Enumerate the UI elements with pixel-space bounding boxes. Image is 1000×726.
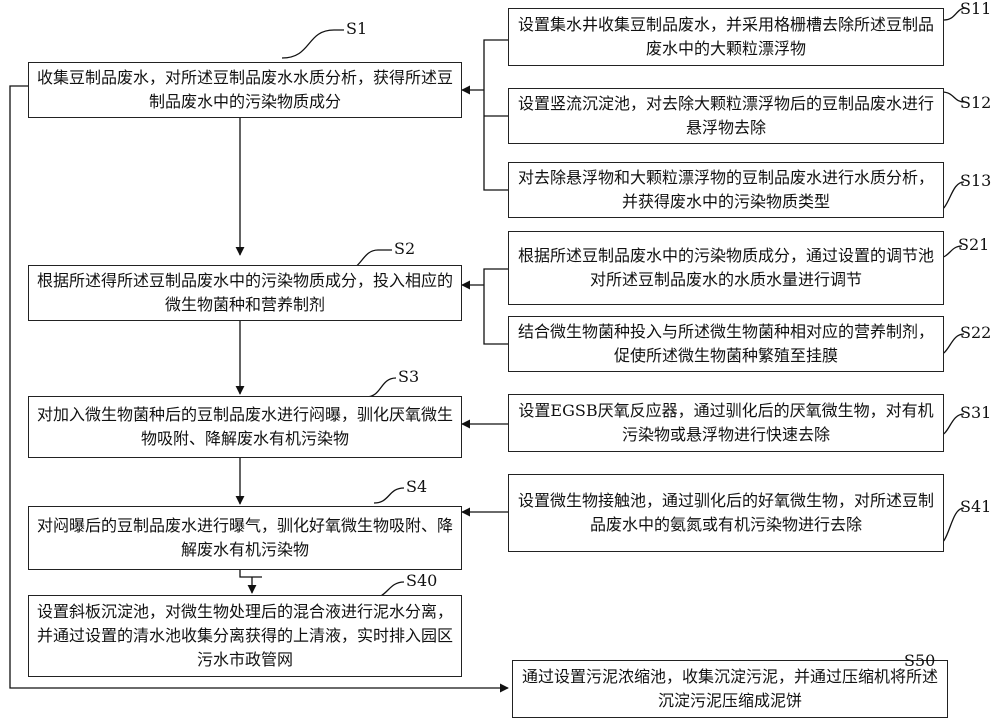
- step-s11-box: 设置集水井收集豆制品废水，并采用格栅槽去除所述豆制品废水中的大颗粒漂浮物: [508, 8, 944, 66]
- step-s50-box: 通过设置污泥浓缩池，收集沉淀污泥，并通过压缩机将所述沉淀污泥压缩成泥饼: [512, 660, 948, 718]
- label-s4: S4: [406, 477, 428, 496]
- label-s31: S31: [960, 403, 992, 422]
- step-s12-text: 设置竖流沉淀池，对去除大颗粒漂浮物后的豆制品废水进行悬浮物去除: [517, 94, 934, 137]
- arrow-loop-s50: [9, 85, 509, 693]
- step-s11-text: 设置集水井收集豆制品废水，并采用格栅槽去除所述豆制品废水中的大颗粒漂浮物: [517, 15, 934, 58]
- leader-s4: [373, 487, 405, 504]
- label-s11: S11: [960, 0, 992, 18]
- step-s21-box: 根据所述豆制品废水中的污染物质成分，通过设置的调节池对所述豆制品废水的水质水量进…: [508, 231, 944, 305]
- step-s22-text: 结合微生物菌种投入与所述微生物菌种相对应的营养制剂，促使所述微生物菌种繁殖至挂膜: [517, 322, 934, 365]
- step-s2-box: 根据所述得所述豆制品废水中的污染物质成分，投入相应的微生物菌种和营养制剂: [28, 265, 462, 321]
- step-s50-text: 通过设置污泥浓缩池，收集沉淀污泥，并通过压缩机将所述沉淀污泥压缩成泥饼: [521, 667, 938, 710]
- arrow-s4-s40-stem: [239, 570, 262, 578]
- step-s2-text: 根据所述得所述豆制品废水中的污染物质成分，投入相应的微生物菌种和营养制剂: [36, 271, 453, 314]
- step-s12-box: 设置竖流沉淀池，对去除大颗粒漂浮物后的豆制品废水进行悬浮物去除: [508, 88, 944, 144]
- step-s4-box: 对闷曝后的豆制品废水进行曝气，驯化好氧微生物吸附、降解废水有机污染物: [28, 506, 462, 570]
- leader-s11: [943, 7, 967, 21]
- step-s41-box: 设置微生物接触池，通过驯化后的好氧微生物，对所述豆制品废水中的氨氮或有机污染物进…: [508, 474, 944, 552]
- step-s40-box: 设置斜板沉淀池，对微生物处理后的混合液进行泥水分离，并通过设置的清水池收集分离获…: [28, 595, 462, 677]
- leader-s1: [281, 29, 344, 59]
- step-s21-text: 根据所述豆制品废水中的污染物质成分，通过设置的调节池对所述豆制品废水的水质水量进…: [517, 246, 934, 289]
- label-s3: S3: [398, 367, 420, 386]
- step-s1-box: 收集豆制品废水，对所述豆制品废水水质分析，获得所述豆制品废水中的污染物质成分: [28, 62, 462, 118]
- label-s40: S40: [406, 571, 438, 590]
- step-s13-box: 对去除悬浮物和大颗粒漂浮物的豆制品废水进行水质分析，并获得废水中的污染物质类型: [508, 162, 944, 218]
- label-s41: S41: [960, 497, 992, 516]
- bracket-s11-s13: [483, 39, 508, 191]
- step-s13-text: 对去除悬浮物和大颗粒漂浮物的豆制品废水进行水质分析，并获得废水中的污染物质类型: [517, 168, 934, 211]
- label-s2: S2: [394, 239, 416, 258]
- step-s41-text: 设置微生物接触池，通过驯化后的好氧微生物，对所述豆制品废水中的氨氮或有机污染物进…: [517, 491, 934, 534]
- step-s40-text: 设置斜板沉淀池，对微生物处理后的混合液进行泥水分离，并通过设置的清水池收集分离获…: [36, 602, 453, 669]
- bracket-s21-s22: [483, 268, 508, 345]
- step-s3-text: 对加入微生物菌种后的豆制品废水进行闷曝，驯化厌氧微生物吸附、降解废水有机污染物: [36, 405, 453, 448]
- label-s12: S12: [960, 93, 992, 112]
- label-s21: S21: [958, 235, 990, 254]
- label-s22: S22: [960, 323, 992, 342]
- label-s1: S1: [346, 19, 368, 38]
- step-s1-text: 收集豆制品废水，对所述豆制品废水水质分析，获得所述豆制品废水中的污染物质成分: [36, 68, 453, 111]
- leader-s3: [365, 377, 397, 398]
- step-s3-box: 对加入微生物菌种后的豆制品废水进行闷曝，驯化厌氧微生物吸附、降解废水有机污染物: [28, 396, 462, 458]
- step-s4-text: 对闷曝后的豆制品废水进行曝气，驯化好氧微生物吸附、降解废水有机污染物: [36, 516, 453, 559]
- label-s50: S50: [904, 651, 936, 670]
- step-s31-box: 设置EGSB厌氧反应器，通过驯化后的厌氧微生物，对有机污染物或悬浮物进行快速去除: [508, 394, 944, 452]
- label-s13: S13: [960, 171, 992, 190]
- step-s22-box: 结合微生物菌种投入与所述微生物菌种相对应的营养制剂，促使所述微生物菌种繁殖至挂膜: [508, 316, 944, 372]
- step-s31-text: 设置EGSB厌氧反应器，通过驯化后的厌氧微生物，对有机污染物或悬浮物进行快速去除: [518, 401, 934, 444]
- leader-s12: [941, 91, 965, 103]
